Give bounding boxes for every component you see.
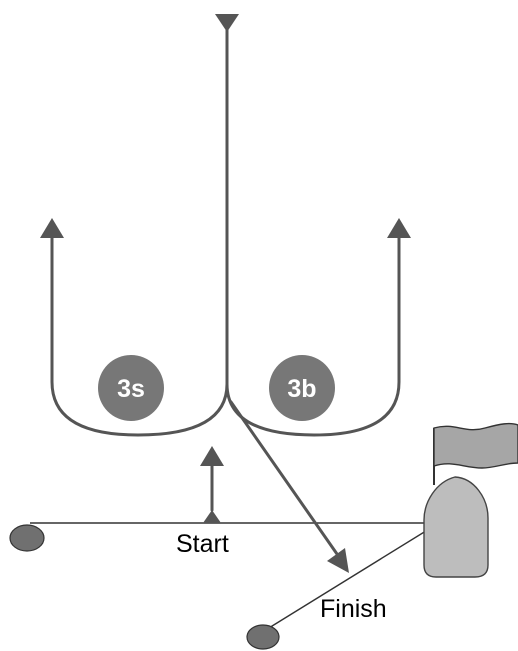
- committee-boat-hull: [423, 476, 489, 578]
- finish-leg-line: [229, 400, 339, 556]
- start-label: Start: [176, 530, 229, 558]
- gate-3s-path: [50, 236, 229, 437]
- top-mark-arrowhead: [215, 14, 239, 32]
- committee-boat: [423, 422, 518, 578]
- start-position-marker: [203, 510, 221, 523]
- gate-3b-badge: 3b: [269, 355, 335, 421]
- finish-label: Finish: [320, 595, 387, 623]
- finish-line: [263, 525, 435, 632]
- gate-3b-label: 3b: [287, 375, 316, 403]
- start-arrowhead: [200, 446, 224, 466]
- committee-flag-icon: [433, 422, 518, 469]
- gate-3b-arrowhead: [387, 218, 411, 238]
- finish-buoy: [246, 624, 280, 650]
- finish-leg-arrowhead: [327, 548, 349, 573]
- pin-end-buoy: [9, 524, 45, 552]
- gate-3s-label: 3s: [117, 375, 145, 403]
- gate-3s-badge: 3s: [98, 355, 164, 421]
- gate-3s-arrowhead: [40, 218, 64, 238]
